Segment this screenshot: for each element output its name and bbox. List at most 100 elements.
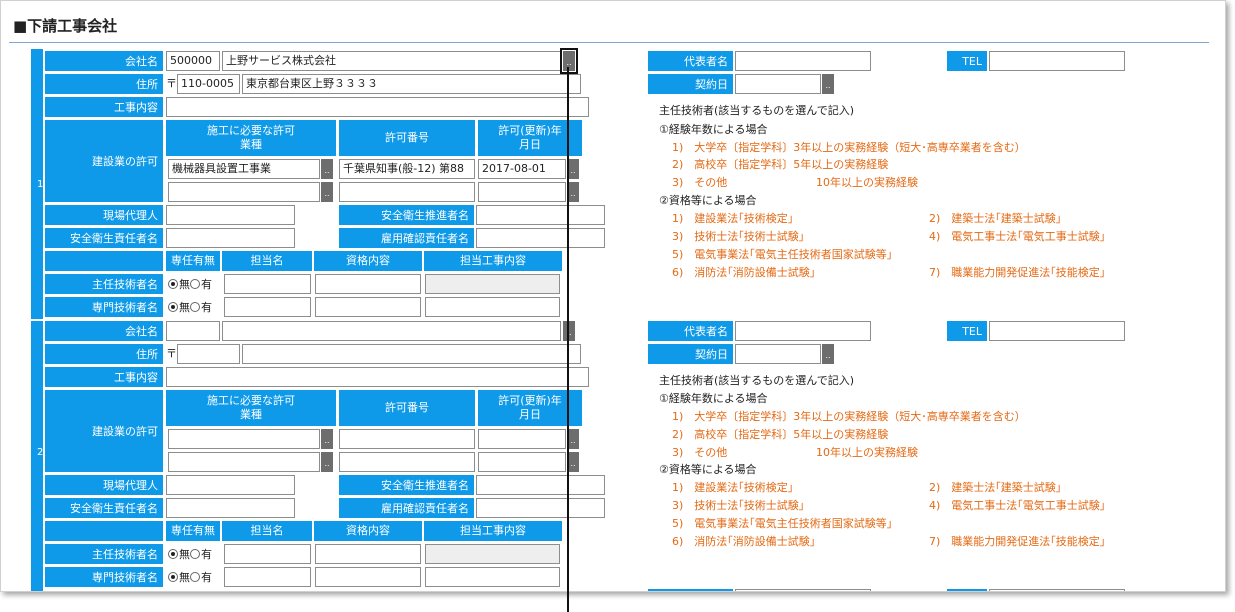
permit-type-select-1[interactable]: ..: [321, 429, 333, 449]
chief-assigned-work-input[interactable]: [425, 544, 560, 564]
guide-exp-3-detail: 10年以上の実務経験: [816, 446, 918, 459]
contract-date-input[interactable]: [735, 74, 821, 94]
contract-date-picker[interactable]: ..: [822, 344, 834, 364]
label-address: 住所: [45, 74, 163, 94]
safety-promoter-input[interactable]: [476, 475, 605, 495]
company-code-input[interactable]: [166, 321, 220, 341]
company-name-input[interactable]: [222, 321, 561, 341]
safety-manager-input[interactable]: [166, 228, 295, 248]
radio-none-icon[interactable]: [168, 279, 178, 289]
representative-input[interactable]: [735, 321, 871, 341]
tel-input[interactable]: [989, 321, 1125, 341]
permit-number-input-1[interactable]: 千葉県知事(般-12) 第88: [339, 159, 475, 179]
guide-q-5: 5) 電気事業法｢電気主任技術者国家試験等｣: [672, 248, 893, 261]
specialist-qualification-input[interactable]: [315, 567, 421, 587]
specialist-qualification-input[interactable]: [315, 297, 421, 317]
guide-title: 主任技術者(該当するものを選んで記入): [659, 374, 855, 387]
permit-number-input-2[interactable]: [339, 182, 475, 202]
employment-checker-input[interactable]: [476, 228, 605, 248]
radio-yes-icon[interactable]: [190, 302, 200, 312]
permit-type-input-2[interactable]: [168, 452, 320, 472]
page-title: ■下請工事会社: [13, 17, 118, 35]
company-select-button[interactable]: ..: [560, 48, 578, 74]
chief-qualification-input[interactable]: [315, 274, 421, 294]
chief-person-input[interactable]: [224, 274, 311, 294]
label-specialist-engineer: 専門技術者名: [45, 567, 163, 587]
radio-none-icon[interactable]: [168, 572, 178, 582]
company-name-input[interactable]: 上野サービス株式会社: [222, 51, 561, 71]
work-content-input[interactable]: [166, 97, 589, 117]
permit-type-select-2[interactable]: ..: [321, 182, 333, 202]
postal-code-input[interactable]: [177, 344, 240, 364]
header-permit-date: 許可(更新)年月日: [478, 120, 582, 156]
label-company: 会社名: [45, 321, 163, 341]
guide-cat-qualification: ②資格等による場合: [659, 463, 757, 476]
guide-exp-3-detail: 10年以上の実務経験: [816, 176, 918, 189]
company-select-button[interactable]: ..: [563, 321, 575, 341]
permit-number-input-2[interactable]: [339, 452, 475, 472]
radio-yes-icon[interactable]: [190, 572, 200, 582]
guide-q-3: 3) 技術士法｢技術士試験｣: [672, 499, 805, 512]
contract-date-input[interactable]: [735, 344, 821, 364]
guide-q-1: 1) 建設業法｢技術検定｣: [672, 481, 794, 494]
radio-none-icon[interactable]: [168, 549, 178, 559]
header-permit-date: 許可(更新)年月日: [478, 390, 582, 426]
header-person: 担当名: [222, 251, 312, 271]
label-site-agent: 現場代理人: [45, 205, 163, 225]
specialist-exclusive-radio[interactable]: 無 有: [168, 567, 212, 587]
callout-pointer-line: [567, 67, 569, 612]
chief-qualification-input[interactable]: [315, 544, 421, 564]
permit-date-picker-1[interactable]: ..: [567, 159, 579, 179]
permit-date-picker-1[interactable]: ..: [567, 429, 579, 449]
specialist-person-input[interactable]: [224, 567, 311, 587]
header-qualification: 資格内容: [314, 521, 422, 541]
specialist-exclusive-radio[interactable]: 無 有: [168, 297, 212, 317]
guide-cat-experience: ①経験年数による場合: [659, 123, 768, 136]
form-window: ■下請工事会社 1 会社名 500000 上野サービス株式会社 .. 住所 〒 …: [0, 0, 1226, 592]
permit-date-picker-2[interactable]: ..: [567, 182, 579, 202]
radio-yes-icon[interactable]: [190, 549, 200, 559]
permit-date-input-1[interactable]: 2017-08-01: [478, 159, 566, 179]
permit-type-input-1[interactable]: [168, 429, 320, 449]
chief-exclusive-radio[interactable]: 無 有: [168, 274, 212, 294]
label-work: 工事内容: [45, 97, 163, 117]
permit-type-select-1[interactable]: ..: [321, 159, 333, 179]
chief-person-input[interactable]: [224, 544, 311, 564]
permit-date-picker-2[interactable]: ..: [567, 452, 579, 472]
site-agent-input[interactable]: [166, 205, 295, 225]
permit-number-input-1[interactable]: [339, 429, 475, 449]
safety-manager-input[interactable]: [166, 498, 295, 518]
next-entry-label-stub: [648, 589, 733, 591]
permit-type-input-2[interactable]: [168, 182, 320, 202]
employment-checker-input[interactable]: [476, 498, 605, 518]
contract-date-picker[interactable]: ..: [822, 74, 834, 94]
postal-code-input[interactable]: 110-0005: [177, 74, 240, 94]
address-input[interactable]: 東京都台東区上野３３３３: [242, 74, 581, 94]
chief-assigned-work-input[interactable]: [425, 274, 560, 294]
specialist-assigned-work-input[interactable]: [425, 567, 560, 587]
radio-yes-icon[interactable]: [190, 279, 200, 289]
safety-promoter-input[interactable]: [476, 205, 605, 225]
label-safety-manager: 安全衛生責任者名: [45, 228, 163, 248]
company-code-input[interactable]: 500000: [166, 51, 220, 71]
permit-type-select-2[interactable]: ..: [321, 452, 333, 472]
label-site-agent: 現場代理人: [45, 475, 163, 495]
entry-number-column: 1: [31, 49, 43, 319]
representative-input[interactable]: [735, 51, 871, 71]
permit-date-input-2[interactable]: [478, 182, 566, 202]
radio-none-icon[interactable]: [168, 302, 178, 312]
permit-type-input-1[interactable]: 機械器具設置工事業: [168, 159, 320, 179]
header-exclusive: 専任有無: [166, 251, 220, 271]
specialist-person-input[interactable]: [224, 297, 311, 317]
address-input[interactable]: [242, 344, 581, 364]
label-representative: 代表者名: [648, 321, 733, 341]
site-agent-input[interactable]: [166, 475, 295, 495]
entry-number: 2: [37, 447, 44, 458]
work-content-input[interactable]: [166, 367, 589, 387]
specialist-assigned-work-input[interactable]: [425, 297, 560, 317]
permit-date-input-2[interactable]: [478, 452, 566, 472]
header-assigned-work: 担当工事内容: [424, 521, 562, 541]
permit-date-input-1[interactable]: [478, 429, 566, 449]
chief-exclusive-radio[interactable]: 無 有: [168, 544, 212, 564]
tel-input[interactable]: [989, 51, 1125, 71]
